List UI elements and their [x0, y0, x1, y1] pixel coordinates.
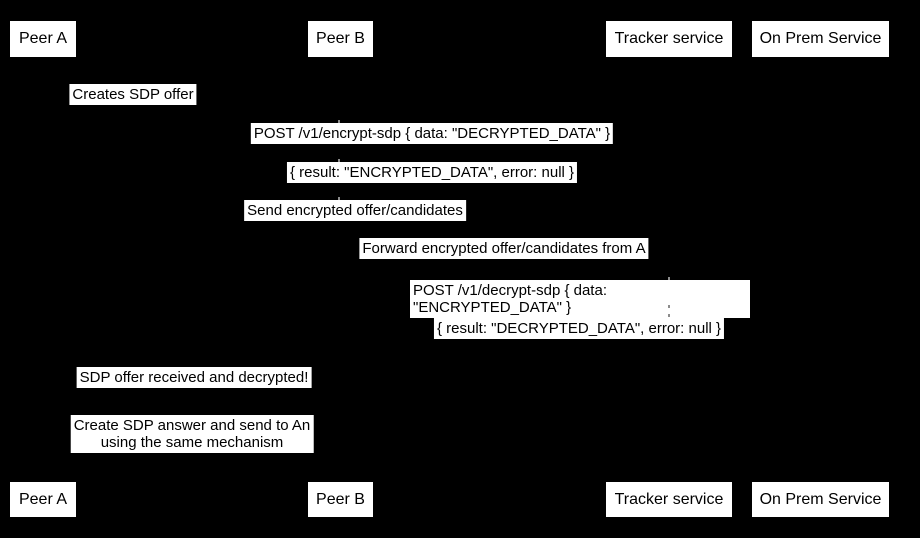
lifeline-tick	[668, 305, 670, 308]
message-send-encrypted-offer: Send encrypted offer/candidates	[244, 200, 466, 221]
message-post-decrypt-sdp: POST /v1/decrypt-sdp { data: "ENCRYPTED_…	[410, 280, 750, 318]
lifeline-tick	[338, 197, 340, 200]
message-decrypt-result: { result: "DECRYPTED_DATA", error: null …	[433, 318, 725, 339]
message-encrypt-result: { result: "ENCRYPTED_DATA", error: null …	[286, 162, 578, 183]
lifeline-tick	[338, 120, 340, 123]
message-sdp-offer-received: SDP offer received and decrypted!	[76, 367, 312, 388]
actor-peer-b-top: Peer B	[308, 21, 373, 57]
message-post-encrypt-sdp: POST /v1/encrypt-sdp { data: "DECRYPTED_…	[250, 123, 614, 144]
message-create-sdp-answer: Create SDP answer and send to An using t…	[70, 415, 314, 453]
lifeline-tick	[338, 159, 340, 162]
actor-peer-a-top: Peer A	[10, 21, 76, 57]
actor-tracker-service-top: Tracker service	[606, 21, 732, 57]
actor-tracker-service-bottom: Tracker service	[606, 482, 732, 517]
actor-peer-a-bottom: Peer A	[10, 482, 76, 517]
lifeline-tick	[668, 277, 670, 280]
actor-on-prem-service-bottom: On Prem Service	[752, 482, 889, 517]
message-forward-encrypted-offer: Forward encrypted offer/candidates from …	[359, 238, 649, 259]
lifeline-tick	[668, 314, 670, 317]
actor-peer-b-bottom: Peer B	[308, 482, 373, 517]
actor-on-prem-service-top: On Prem Service	[752, 21, 889, 57]
message-creates-sdp-offer: Creates SDP offer	[69, 84, 197, 105]
